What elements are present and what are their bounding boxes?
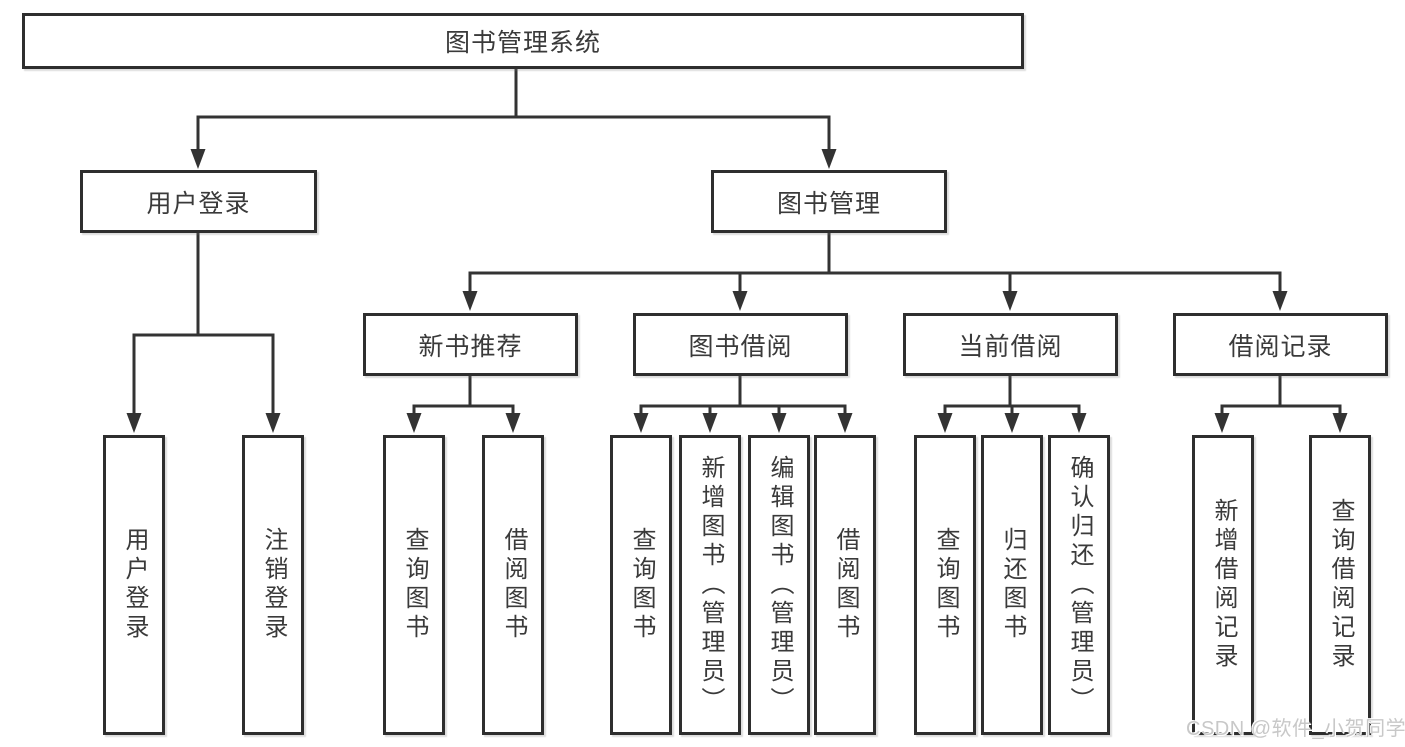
connector-userlogin-to-leaves [126,233,281,433]
leaf-records-query-record: 查询借阅记录 [1309,435,1371,735]
node-root-label: 图书管理系统 [444,29,601,57]
connector-bookmgmt-to-level3 [462,233,1288,311]
leaf-borrow-query-books: 查询图书 [610,435,672,735]
leaf-current-return-books: 归还图书 [981,435,1043,735]
leaf-current-return-books-label: 归还图书 [999,527,1026,643]
connector-recommend-to-leaves [406,376,521,433]
connector-root-to-level2 [190,69,837,169]
leaf-current-confirm-return-admin: 确认归还（管理员） [1048,435,1110,735]
leaf-current-query-books-label: 查询图书 [932,527,959,643]
node-book-borrow-label: 图书借阅 [688,332,793,361]
leaf-borrow-add-books-admin-label: 新增图书（管理员） [697,454,724,716]
csdn-watermark: CSDN @软件_小贺同学 [1186,718,1405,740]
leaf-user-login-label: 用户登录 [121,527,148,643]
leaf-borrow-borrow-books-label: 借阅图书 [832,527,859,643]
leaf-records-add-record: 新增借阅记录 [1192,435,1254,735]
node-book-management-label: 图书管理 [776,189,881,218]
node-current-borrow: 当前借阅 [903,313,1118,376]
connector-borrow-to-leaves [633,376,853,433]
leaf-rec-borrow-books: 借阅图书 [482,435,544,735]
node-current-borrow-label: 当前借阅 [958,332,1063,361]
node-user-login-label: 用户登录 [146,189,251,218]
leaf-rec-borrow-books-label: 借阅图书 [500,527,527,643]
leaf-records-add-record-label: 新增借阅记录 [1210,498,1237,672]
node-borrow-records: 借阅记录 [1173,313,1388,376]
leaf-borrow-edit-books-admin: 编辑图书（管理员） [748,435,810,735]
leaf-records-query-record-label: 查询借阅记录 [1327,498,1354,672]
leaf-borrow-query-books-label: 查询图书 [628,527,655,643]
leaf-current-query-books: 查询图书 [914,435,976,735]
connector-current-to-leaves [937,376,1087,433]
node-borrow-records-label: 借阅记录 [1228,332,1333,361]
leaf-rec-query-books: 查询图书 [383,435,445,735]
node-root: 图书管理系统 [22,13,1024,69]
leaf-user-login: 用户登录 [103,435,165,735]
leaf-borrow-add-books-admin: 新增图书（管理员） [679,435,741,735]
leaf-logout-label: 注销登录 [260,527,287,643]
node-book-borrow: 图书借阅 [633,313,848,376]
node-new-book-recommend: 新书推荐 [363,313,578,376]
node-user-login: 用户登录 [80,170,317,233]
leaf-logout: 注销登录 [242,435,304,735]
connector-records-to-leaves [1214,376,1348,433]
node-new-book-recommend-label: 新书推荐 [418,332,523,361]
node-book-management: 图书管理 [711,170,947,233]
leaf-rec-query-books-label: 查询图书 [401,527,428,643]
leaf-borrow-edit-books-admin-label: 编辑图书（管理员） [766,454,793,716]
leaf-current-confirm-return-admin-label: 确认归还（管理员） [1066,454,1093,716]
leaf-borrow-borrow-books: 借阅图书 [814,435,876,735]
